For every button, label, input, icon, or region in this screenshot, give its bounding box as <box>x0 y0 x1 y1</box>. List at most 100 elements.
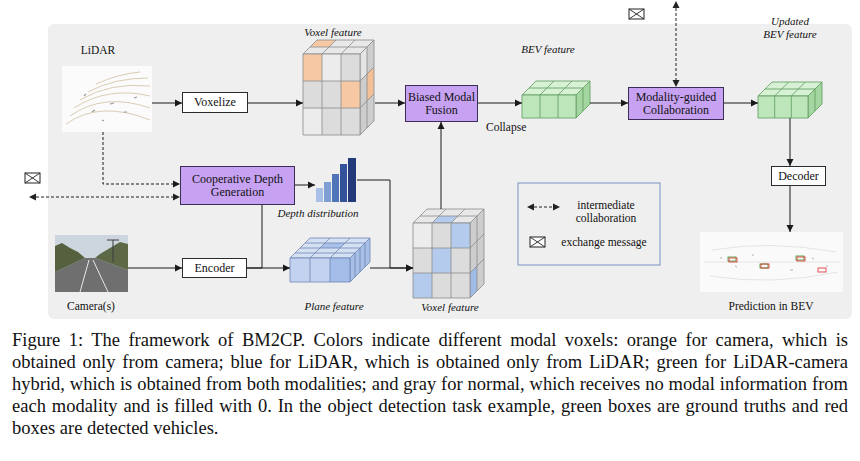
camera-trees <box>95 242 128 270</box>
voxel-right-face <box>360 40 374 135</box>
voxel-cell <box>413 273 432 298</box>
arrow-head <box>398 100 405 107</box>
feature-label: Updated BEV feature <box>761 15 819 41</box>
bev-feature: BEV feature <box>522 81 590 118</box>
plane-feature: Plane feature <box>290 238 370 282</box>
collaboration-arrow <box>673 1 680 87</box>
feature-label: Camera(s) <box>51 300 131 313</box>
bev-top-face <box>522 81 590 95</box>
voxel-cell <box>303 54 360 135</box>
prediction-points <box>720 255 828 270</box>
bev-cell <box>522 81 590 95</box>
camera-image <box>55 235 128 292</box>
updated-bev-feature: Updated BEV feature <box>758 82 822 118</box>
depth-bar <box>348 158 356 202</box>
arrow-head <box>175 265 182 272</box>
detected-box <box>729 258 737 262</box>
voxel-top-face <box>303 40 374 54</box>
connector <box>787 118 794 166</box>
detected-box <box>797 257 805 261</box>
camera-input: Camera(s) <box>55 235 128 292</box>
voxel-cell <box>451 223 470 248</box>
voxel-cell <box>413 209 484 223</box>
connector-line <box>128 268 182 269</box>
lidar-input: LiDAR <box>62 66 152 132</box>
arrow-head <box>673 1 680 8</box>
connector <box>247 205 262 268</box>
connector-line <box>724 103 758 104</box>
arrow-head <box>553 204 560 211</box>
depth-bar <box>332 174 339 202</box>
arrow-head <box>175 100 182 107</box>
voxel-right-face <box>470 209 484 298</box>
voxel-cell <box>470 266 477 298</box>
connector <box>370 265 413 272</box>
feature-label: LiDAR <box>58 44 138 57</box>
arrow-head <box>283 265 290 272</box>
message-envelope <box>629 9 644 19</box>
voxel-cell <box>303 54 322 81</box>
arrow-head <box>787 225 794 232</box>
traffic-pole <box>107 240 119 262</box>
framework-panel <box>48 24 852 319</box>
voxel-feature: Voxel feature <box>303 40 375 135</box>
envelope-body <box>25 173 40 183</box>
depth-bar <box>316 188 323 202</box>
connector-line <box>590 103 628 104</box>
voxel-cell <box>470 209 484 298</box>
connector <box>357 180 413 272</box>
dashed-line <box>534 207 553 208</box>
arrow-head <box>751 100 758 107</box>
arrow-head <box>296 100 303 107</box>
detected-box <box>761 264 769 268</box>
detected-box <box>818 268 826 272</box>
legend-text: intermediate collaboration <box>564 199 648 225</box>
ground-truth-box <box>760 264 768 268</box>
connector-line <box>441 122 442 209</box>
connector-line <box>247 268 290 269</box>
arrow-head <box>515 100 522 107</box>
edge-label: Collapse <box>486 121 526 134</box>
feature-label: Prediction in BEV <box>711 300 831 313</box>
voxel-front-face <box>413 223 470 298</box>
bev-cell <box>758 96 808 118</box>
bev-top-face <box>758 82 822 96</box>
plane-grid <box>290 258 350 282</box>
camera-sky <box>55 235 128 292</box>
voxel-cell <box>413 223 470 298</box>
legend-envelope <box>530 237 545 247</box>
message-envelope <box>25 173 40 183</box>
connector-line <box>370 268 413 269</box>
lidar-image <box>62 66 152 132</box>
process-box: Encoder <box>182 258 247 278</box>
collaboration-arrow <box>29 194 180 201</box>
voxel-cell <box>303 40 374 54</box>
feature-label: Voxel feature <box>405 301 495 314</box>
lidar-background <box>62 66 152 132</box>
plane-cell <box>290 238 370 258</box>
prediction-background <box>700 232 843 292</box>
envelope-body <box>530 237 545 247</box>
figure-caption: Figure 1: The framework of BM2CP. Colors… <box>12 329 848 439</box>
box-label: Voxelize <box>194 96 236 109</box>
depth-distribution: Depth distribution <box>315 158 357 202</box>
bev-grid <box>758 96 808 118</box>
legend-text: exchange message <box>549 236 659 249</box>
connector-line <box>103 132 180 184</box>
arrow-head <box>787 159 794 166</box>
voxel-grid <box>360 40 374 135</box>
connector-line <box>790 186 791 232</box>
lidar-points <box>84 94 137 121</box>
process-box: Voxelize <box>182 92 248 113</box>
plane-cell <box>330 258 350 282</box>
connector <box>478 100 522 107</box>
arrow-head <box>173 194 180 201</box>
legend-dashed-arrow <box>527 204 560 211</box>
dashed-line <box>676 8 677 80</box>
voxel-top-face <box>413 209 484 223</box>
dashed-line <box>36 197 173 198</box>
voxel-cube <box>413 209 484 298</box>
feature-label: Voxel feature <box>288 26 378 39</box>
